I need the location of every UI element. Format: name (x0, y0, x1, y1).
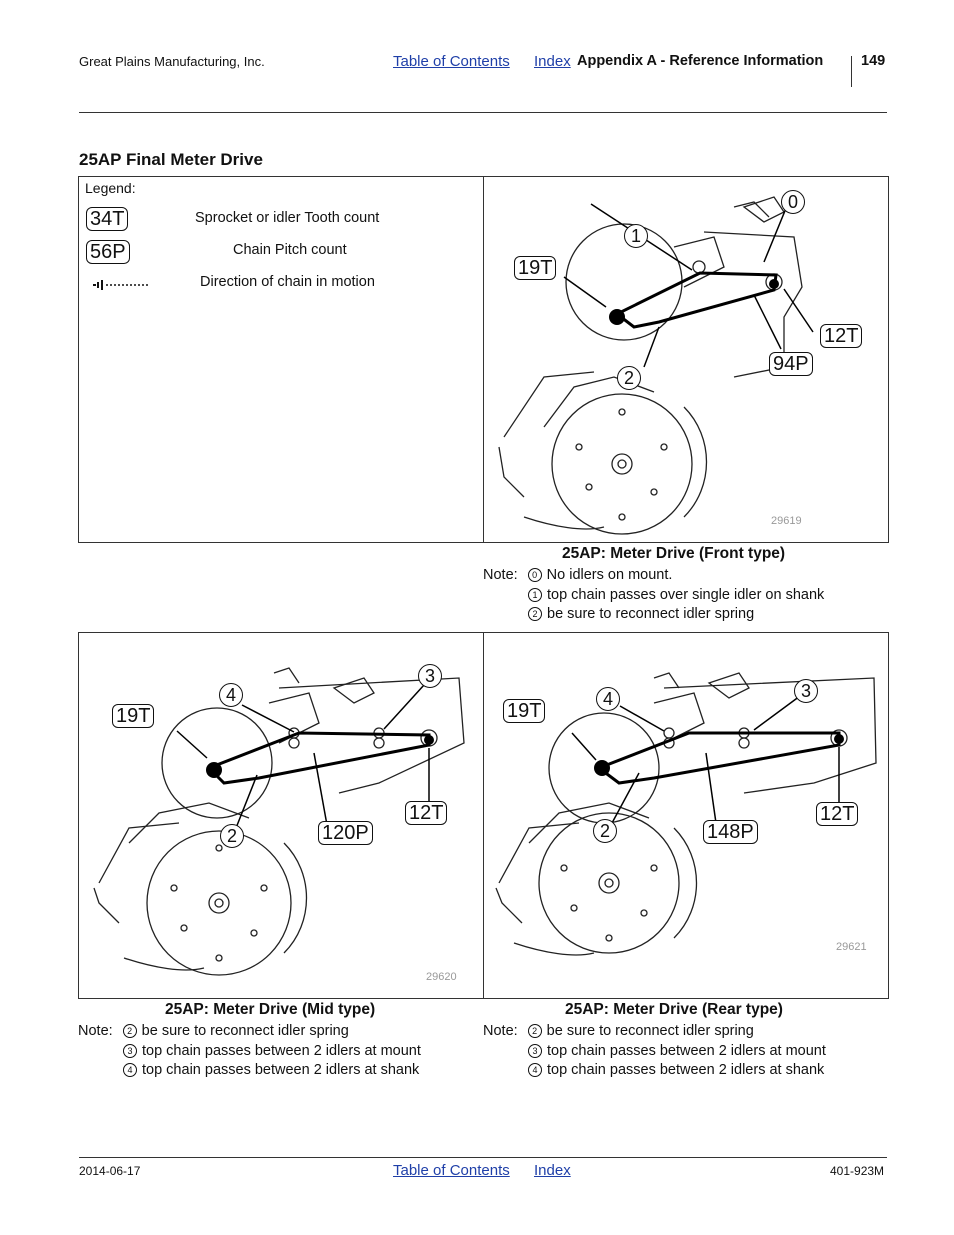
footer-toc-link[interactable]: Table of Contents (393, 1162, 510, 1179)
front-note-mark-1: 1 (528, 587, 542, 602)
front-meter-drive-drawing (498, 196, 814, 535)
legend-tooth-symbol: 34T (86, 207, 129, 231)
header-index-link[interactable]: Index (534, 53, 571, 70)
legend-direction-text: Direction of chain in motion (200, 274, 375, 290)
front-callout-19t: 19T (514, 256, 557, 280)
mid-note-text-0: be sure to reconnect idler spring (141, 1023, 349, 1039)
legend-pitch-symbol: 56P (86, 240, 130, 264)
front-figure-number: 29619 (771, 515, 802, 527)
rear-callout-19t: 19T (503, 699, 546, 723)
mid-figure-number: 29620 (426, 971, 457, 983)
mid-callout-19t: 19T (112, 704, 155, 728)
rear-figure-caption: 25AP: Meter Drive (Rear type) (565, 1001, 783, 1018)
section-title: 25AP Final Meter Drive (79, 150, 263, 169)
rear-note-text-1: top chain passes between 2 idlers at mou… (547, 1042, 826, 1059)
legend-title: Legend: (85, 180, 136, 196)
rear-callout-4: 4 (596, 687, 620, 711)
rear-note-label: Note: (483, 1023, 518, 1039)
footer-index-link[interactable]: Index (534, 1162, 571, 1179)
rear-callout-2: 2 (593, 819, 617, 843)
rear-note-mark-0: 2 (527, 1024, 542, 1038)
front-note-text-0: No idlers on mount. (546, 567, 673, 583)
rear-callout-3: 3 (794, 679, 818, 703)
top-table-divider (483, 176, 484, 543)
front-callout-2: 2 (617, 366, 641, 390)
rear-note-mark-2: 4 (528, 1063, 542, 1077)
mid-note-mark-1: 3 (123, 1043, 137, 1058)
mid-callout-3: 3 (418, 664, 442, 688)
front-note-text-2: be sure to reconnect idler spring (547, 606, 755, 622)
chain-direction-icon (93, 280, 148, 290)
rear-note-text-2: top chain passes between 2 idlers at sha… (547, 1062, 825, 1078)
footer-rule (79, 1157, 887, 1158)
mid-note-mark-2: 4 (123, 1063, 137, 1077)
mid-note-text-1: top chain passes between 2 idlers at mou… (142, 1042, 421, 1059)
mid-note-mark-0: 2 (122, 1024, 137, 1038)
mid-callout-12t: 12T (405, 801, 448, 825)
legend-tooth-text: Sprocket or idler Tooth count (195, 210, 380, 226)
rear-note-text-0: be sure to reconnect idler spring (546, 1023, 754, 1039)
footer-date: 2014-06-17 (79, 1164, 141, 1178)
front-figure-caption: 25AP: Meter Drive (Front type) (562, 545, 786, 562)
front-notes: Note: 0 No idlers on mount. 1 top chain pas… (483, 566, 824, 625)
legend-pitch-text: Chain Pitch count (233, 242, 347, 258)
page-number: 149 (861, 53, 886, 69)
mid-callout-120p: 120P (318, 821, 373, 845)
mid-note-label: Note: (78, 1023, 113, 1039)
mid-callout-4: 4 (219, 683, 243, 707)
rear-callout-148p: 148P (703, 820, 758, 844)
rear-figure-number: 29621 (836, 941, 867, 953)
mid-note-text-2: top chain passes between 2 idlers at sha… (142, 1062, 420, 1078)
header-vertical-divider (851, 56, 852, 87)
section-name: Appendix A - Reference Information (577, 53, 824, 69)
front-callout-0: 0 (781, 190, 805, 214)
front-callout-94p: 94P (769, 352, 813, 376)
bottom-table-divider (483, 632, 484, 999)
front-callout-12t: 12T (820, 324, 863, 348)
header-toc-link[interactable]: Table of Contents (393, 53, 510, 70)
mid-figure-caption: 25AP: Meter Drive (Mid type) (165, 1001, 376, 1018)
front-note-text-1: top chain passes over single idler on sh… (547, 586, 825, 603)
mid-meter-drive-drawing (93, 667, 465, 976)
rear-note-mark-1: 3 (528, 1043, 542, 1058)
rear-meter-drive-drawing (495, 672, 877, 956)
front-note-label: Note: (483, 567, 518, 583)
front-callout-1: 1 (624, 224, 648, 248)
header-rule (79, 112, 887, 113)
rear-callout-12t: 12T (816, 802, 859, 826)
front-note-mark-2: 2 (528, 607, 542, 621)
mid-callout-2: 2 (220, 824, 244, 848)
footer-doc-number: 401-923M (830, 1164, 885, 1178)
front-note-mark-0: 0 (527, 568, 542, 582)
company-name: Great Plains Manufacturing, Inc. (79, 54, 265, 69)
